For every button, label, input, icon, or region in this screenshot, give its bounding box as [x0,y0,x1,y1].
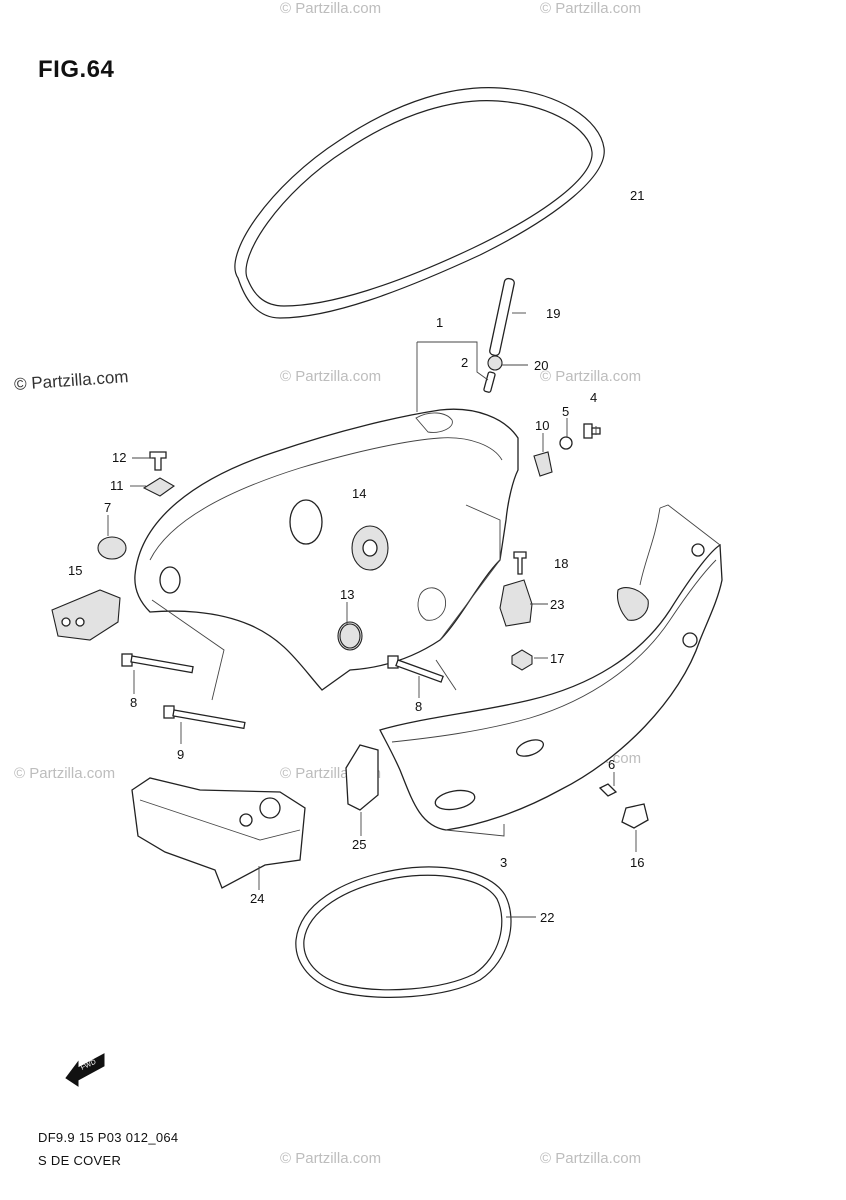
watermark: © Partzilla.com [540,368,642,385]
callout-18: 18 [554,556,569,571]
callout-9: 9 [177,747,185,762]
callout-12: 12 [112,450,127,465]
part-8-bolt-right [387,655,444,683]
callout-21: 21 [630,188,645,203]
callout-19: 19 [546,306,561,321]
callout-25: 25 [352,837,367,852]
part-20-grommet [487,355,503,371]
watermark: © Partzilla.com [540,1150,642,1167]
callout-5: 5 [562,404,570,419]
part-23-clip [499,579,533,627]
part-11-nut [142,477,176,497]
part-13-grommet [339,623,361,649]
part-24-bracket [131,777,306,889]
part-21-seal-top [234,87,605,319]
part-17-nut [511,649,533,671]
callout-10: 10 [535,418,550,433]
footer-code: DF9.9 15 P03 012_064 [38,1130,179,1145]
callout-8-left: 8 [130,695,138,710]
watermark: © Partzilla.com [280,0,382,17]
leader-lines [107,312,637,918]
callout-22: 22 [540,910,555,925]
callout-4: 4 [590,390,598,405]
watermark: © Partzilla.com [280,368,382,385]
callout-11: 11 [110,478,124,493]
part-4-bolt [583,423,601,439]
part-22-seal-bottom [295,866,512,998]
callout-1: 1 [436,315,444,330]
part-7-grommet [97,536,127,560]
callout-15: 15 [68,563,83,578]
callout-17: 17 [550,651,565,666]
figure-title: FIG.64 [38,56,115,83]
callout-23: 23 [550,597,565,612]
part-12-screw [149,451,167,471]
part-8-bolt-left [121,653,194,674]
part-16-clip [621,803,649,829]
watermark: © Partzilla.com [14,765,116,782]
part-5-washer [559,436,573,450]
callout-14: 14 [352,486,367,501]
part-1-side-cover-left [134,408,519,691]
part-15-grommet-block [51,589,121,641]
part-10-clip [533,451,553,477]
part-19-pin [489,277,515,357]
part-3-side-cover-right [379,504,723,831]
callout-3: 3 [500,855,508,870]
callout-16: 16 [630,855,645,870]
part-2-pin [483,371,496,393]
part-6-screw [598,783,618,797]
callout-24: 24 [250,891,265,906]
callout-20: 20 [534,358,549,373]
part-9-bolt [163,705,246,730]
footer-name: S DE COVER [38,1153,122,1168]
part-18-screw [513,551,527,575]
callout-6: 6 [608,757,616,772]
watermark: © Partzilla.com [540,0,642,17]
fwd-arrow-icon: FWD [65,1053,105,1087]
watermark: © Partzilla.com [280,1150,382,1167]
callout-8-right: 8 [415,699,423,714]
part-25-plate [345,744,379,811]
callout-2: 2 [461,355,469,370]
callout-7: 7 [104,500,112,515]
callout-13: 13 [340,587,355,602]
